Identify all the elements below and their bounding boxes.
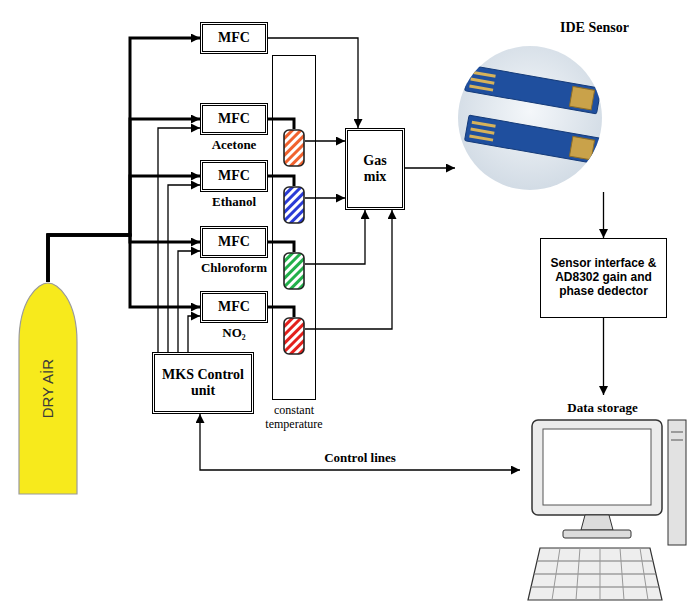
control-unit-box: MKS Control unit [152,352,254,414]
connector-line [603,318,604,395]
contact [469,134,493,141]
band-label: constant temperature [254,404,334,432]
key-col [576,548,580,600]
pcb [465,115,601,164]
mfc-box: MFC [200,160,268,192]
connector-line [305,210,365,264]
mfc-box: MFC [200,103,268,135]
connector-line [268,38,358,128]
solvent-vial: Acetone [283,129,305,167]
constant-temperature-band: constant temperatureAcetoneEthanolChloro… [272,55,316,400]
contact [470,78,494,85]
node-label: MFC [218,234,250,250]
connector-line [603,192,604,238]
connector-line [305,197,345,198]
connector-line [200,414,520,470]
electrode-pad [569,136,594,160]
gas-line [48,119,200,282]
gas-mix-box: Gas mix [345,128,405,210]
interface-box: Sensor interface & AD8302 gain and phase… [540,238,667,318]
vial-body [284,318,304,354]
connector-line [405,167,455,168]
node-label: IDE Sensor [560,20,629,36]
mfc-box: MFC [200,291,268,323]
edge-label: Control lines [321,450,399,466]
vial-body [284,253,304,289]
gas-line [48,176,200,282]
vial-outline [283,186,305,224]
tower [668,420,686,545]
node-label: MKS Control unit [159,367,247,399]
vial-body [284,187,304,223]
vial-body [284,130,304,166]
mfc-box: MFC [200,226,268,258]
key-row [537,561,653,562]
vial-outline [283,317,305,355]
computer [528,420,686,600]
drive-slot [671,432,683,433]
vial-label: Chloroform [199,261,269,276]
contact [470,128,494,135]
key-col [640,548,648,600]
ide-sensor: IDE Sensor [455,20,668,192]
sensor-board [465,115,601,164]
vial-outline [283,129,305,167]
stand [581,515,613,530]
vial-label: Acetone [210,138,259,153]
sensor-photo [458,46,602,190]
contact [469,84,493,91]
photo-ground [458,46,602,190]
vial-label: Ethanol [210,195,258,210]
electrode-pad [569,86,594,110]
solvent-vial: NO₂ [283,317,305,355]
drive-slot [671,440,683,441]
stand-base [563,530,631,538]
contact [472,71,496,78]
node-label: Data storage [567,401,637,416]
contact [472,121,496,128]
gas-line [48,235,200,307]
connector-line [178,251,200,352]
connector-line [305,140,345,141]
key-col [620,548,624,600]
key-row [534,574,656,575]
mfc-box: MFC [200,22,268,54]
sensor-boards [465,65,601,164]
node-label: Sensor interface & AD8302 gain and phase… [547,257,660,298]
node-label: DRY AİR [39,359,56,418]
sensor-board [465,65,601,114]
node-label: MFC [218,111,250,127]
gas-line [48,38,200,282]
node-label: MFC [218,168,250,184]
connector-line [168,185,200,352]
air-cylinder: DRY AİR [18,282,78,495]
cylinder-body [19,283,77,494]
key-col [552,548,560,600]
vial-label: NO₂ [220,326,247,341]
monitor [532,420,662,515]
node-label: MFC [218,299,250,315]
connector-line [305,210,392,329]
solvent-vial: Ethanol [283,186,305,224]
connector-line [158,128,200,352]
connector-line [188,316,200,352]
vial-outline [283,252,305,290]
data-storage: Data storage [520,395,685,605]
screen [543,429,651,505]
gas-line [48,235,200,282]
solvent-vial: Chloroform [283,252,305,290]
keyboard [528,548,662,600]
key-col [600,548,601,600]
node-label: Gas mix [360,153,390,185]
key-row [531,587,659,588]
pcb [465,65,601,114]
node-label: MFC [218,30,250,46]
